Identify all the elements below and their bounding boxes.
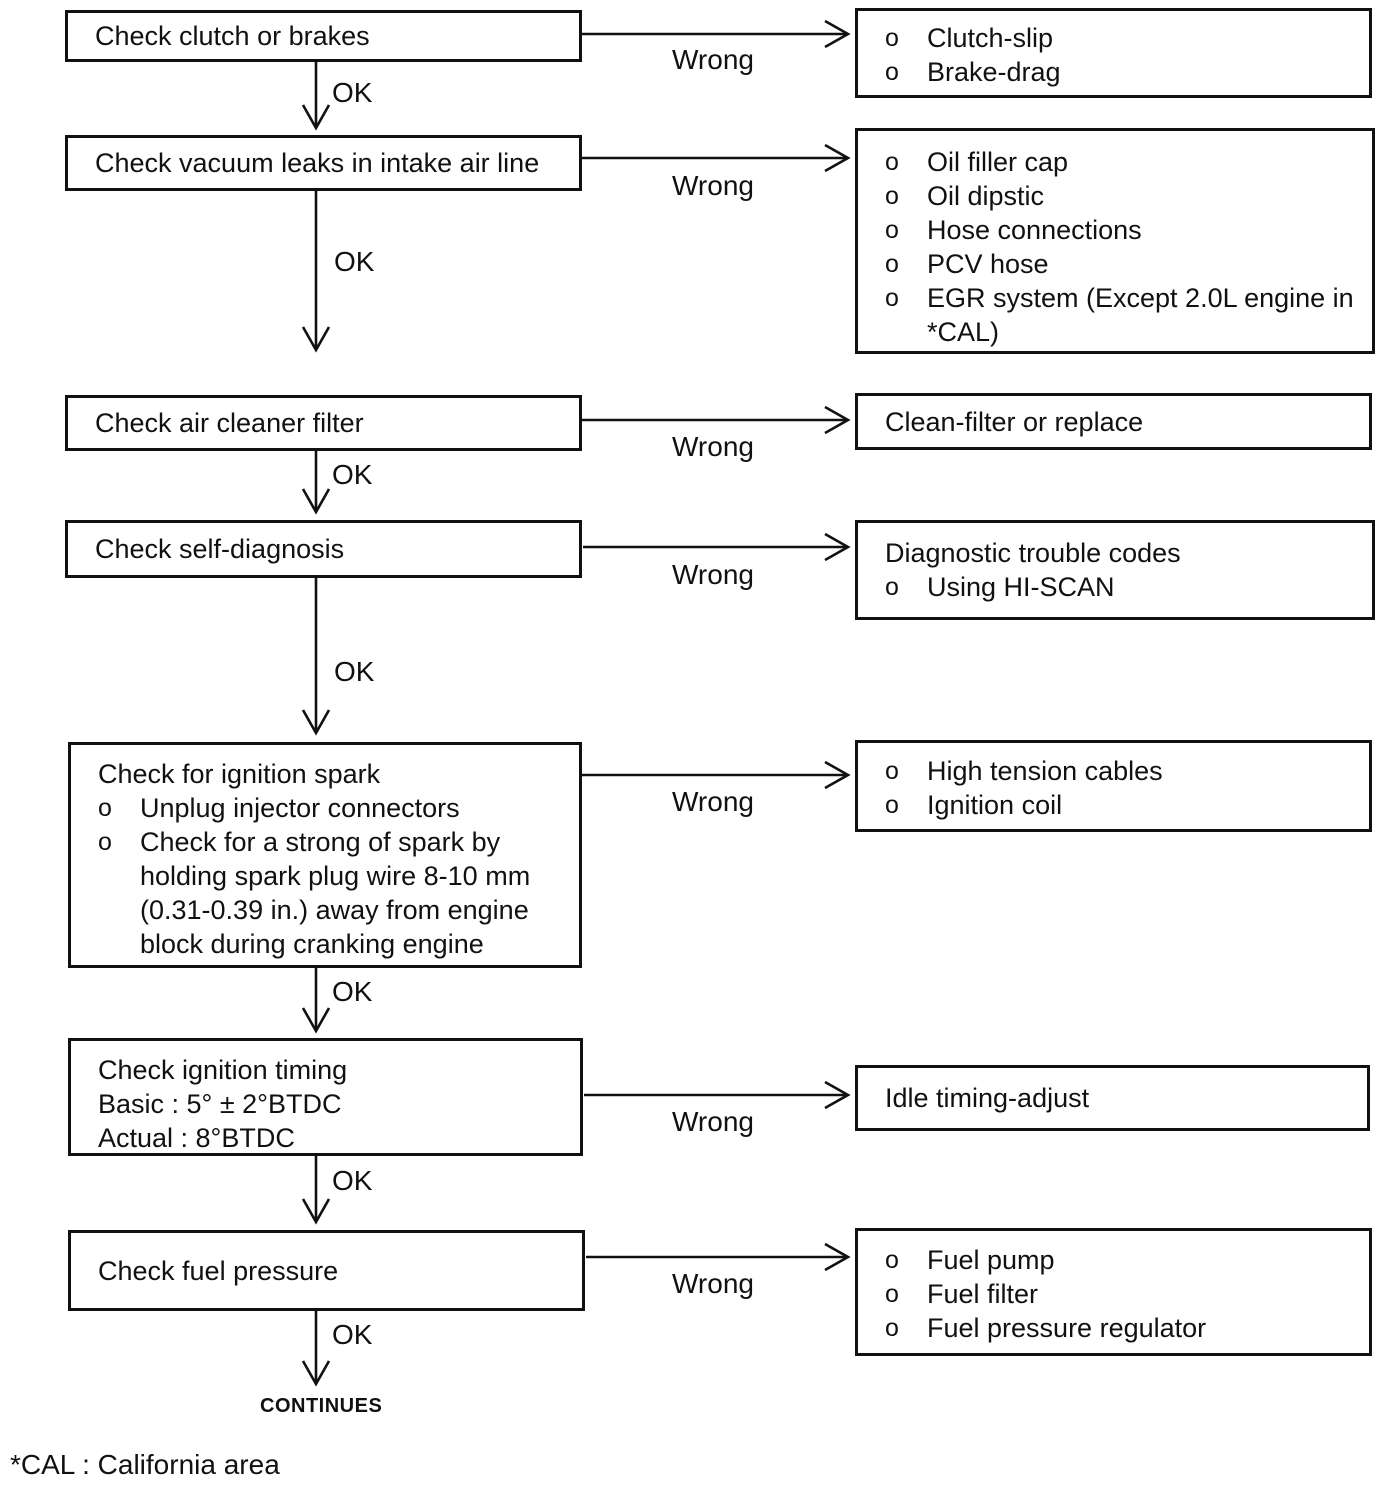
bullet-marker: o — [885, 757, 899, 785]
list-item: o Brake-drag — [885, 55, 1355, 89]
list-item: o Fuel pump — [885, 1243, 1355, 1277]
list-item-text: High tension cables — [927, 756, 1163, 786]
wrong-label: Wrong — [672, 170, 754, 201]
list-item-text: Unplug injector connectors — [140, 793, 460, 823]
wrong-label: Wrong — [672, 559, 754, 590]
step-box-vacuum-leaks: Check vacuum leaks in intake air line — [65, 135, 582, 191]
timing-basic-value: Basic : 5° ± 2°BTDC — [98, 1089, 342, 1119]
list-item-text: Fuel filter — [927, 1279, 1039, 1309]
list-item-text: Using HI-SCAN — [927, 572, 1115, 602]
ok-label: OK — [332, 77, 373, 108]
step-box-ignition-timing: Check ignition timing Basic : 5° ± 2°BTD… — [68, 1038, 583, 1156]
ok-label: OK — [332, 976, 373, 1007]
result-box-ignition-spark: o High tension cables o Ignition coil — [855, 740, 1372, 832]
wrong-label: Wrong — [672, 1106, 754, 1137]
step-box-clutch-brakes: Check clutch or brakes — [65, 10, 582, 62]
result-box-self-diagnosis: Diagnostic trouble codes o Using HI-SCAN — [855, 520, 1375, 620]
ok-label: OK — [332, 459, 373, 490]
step-box-ignition-spark: Check for ignition spark o Unplug inject… — [68, 742, 582, 968]
list-item: o Unplug injector connectors — [98, 791, 565, 825]
result-box-clutch-brakes: o Clutch-slip o Brake-drag — [855, 8, 1372, 98]
ok-label: OK — [332, 1165, 373, 1196]
bullet-marker: o — [885, 1314, 899, 1342]
bullet-marker: o — [885, 250, 899, 278]
bullet-marker: o — [885, 148, 899, 176]
list-item-text: Fuel pump — [927, 1245, 1055, 1275]
wrong-label: Wrong — [672, 44, 754, 75]
list-item-text: Check for a strong of spark by holding s… — [140, 827, 531, 959]
step-box-self-diagnosis: Check self-diagnosis — [65, 520, 582, 578]
list-item: o Fuel filter — [885, 1277, 1355, 1311]
step-box-air-cleaner: Check air cleaner filter — [65, 395, 582, 451]
result-box-ignition-timing: Idle timing-adjust — [855, 1065, 1370, 1131]
ok-label: OK — [334, 656, 375, 687]
bullet-marker: o — [885, 24, 899, 52]
ok-label: OK — [334, 246, 375, 277]
list-item-text: Fuel pressure regulator — [927, 1313, 1207, 1343]
ok-label: OK — [332, 1319, 373, 1350]
result-box-fuel-pressure: o Fuel pump o Fuel filter o Fuel pressur… — [855, 1228, 1372, 1356]
list-item-text: Brake-drag — [927, 57, 1061, 87]
result-box-air-cleaner: Clean-filter or replace — [855, 393, 1372, 450]
list-item-text: Oil filler cap — [927, 147, 1069, 177]
bullet-marker: o — [885, 573, 899, 601]
bullet-marker: o — [885, 1246, 899, 1274]
step-title: Check fuel pressure — [98, 1255, 339, 1286]
step-box-fuel-pressure: Check fuel pressure — [68, 1230, 585, 1311]
list-item: o Using HI-SCAN — [885, 570, 1358, 604]
list-item-text: Oil dipstic — [927, 181, 1045, 211]
list-item: o Fuel pressure regulator — [885, 1311, 1355, 1345]
list-item: o Clutch-slip — [885, 21, 1355, 55]
bullet-marker: o — [885, 284, 899, 312]
bullet-marker: o — [885, 182, 899, 210]
result-title: Idle timing-adjust — [885, 1083, 1090, 1113]
list-item-text: Clutch-slip — [927, 23, 1054, 53]
list-item-text: Ignition coil — [927, 790, 1063, 820]
list-item-text: Hose connections — [927, 215, 1142, 245]
list-item: o High tension cables — [885, 754, 1355, 788]
list-item: o PCV hose — [885, 247, 1358, 281]
bullet-marker: o — [885, 216, 899, 244]
bullet-marker: o — [98, 828, 112, 856]
bullet-marker: o — [885, 1280, 899, 1308]
step-title: Check ignition timing — [98, 1055, 348, 1085]
bullet-marker: o — [885, 791, 899, 819]
step-title: Check clutch or brakes — [95, 21, 370, 51]
result-title: Diagnostic trouble codes — [885, 538, 1181, 568]
wrong-label: Wrong — [672, 1268, 754, 1299]
list-item: o Check for a strong of spark by holding… — [98, 825, 565, 961]
list-item: o Hose connections — [885, 213, 1358, 247]
list-item-text: PCV hose — [927, 249, 1049, 279]
list-item: o Ignition coil — [885, 788, 1355, 822]
list-item: o EGR system (Except 2.0L engine in *CAL… — [885, 281, 1358, 349]
wrong-label: Wrong — [672, 786, 754, 817]
step-title: Check air cleaner filter — [95, 408, 364, 438]
bullet-marker: o — [885, 58, 899, 86]
continues-label: CONTINUES — [260, 1395, 383, 1417]
step-title: Check vacuum leaks in intake air line — [95, 148, 540, 178]
list-item: o Oil filler cap — [885, 145, 1358, 179]
bullet-marker: o — [98, 794, 112, 822]
step-title: Check self-diagnosis — [95, 534, 345, 564]
wrong-label: Wrong — [672, 431, 754, 462]
result-title: Clean-filter or replace — [885, 406, 1144, 437]
timing-actual-value: Actual : 8°BTDC — [98, 1123, 295, 1153]
list-item-text: EGR system (Except 2.0L engine in *CAL) — [927, 283, 1354, 347]
result-box-vacuum-leaks: o Oil filler cap o Oil dipstic o Hose co… — [855, 128, 1375, 354]
cal-footnote: *CAL : California area — [10, 1449, 280, 1480]
list-item: o Oil dipstic — [885, 179, 1358, 213]
step-title: Check for ignition spark — [98, 759, 381, 789]
